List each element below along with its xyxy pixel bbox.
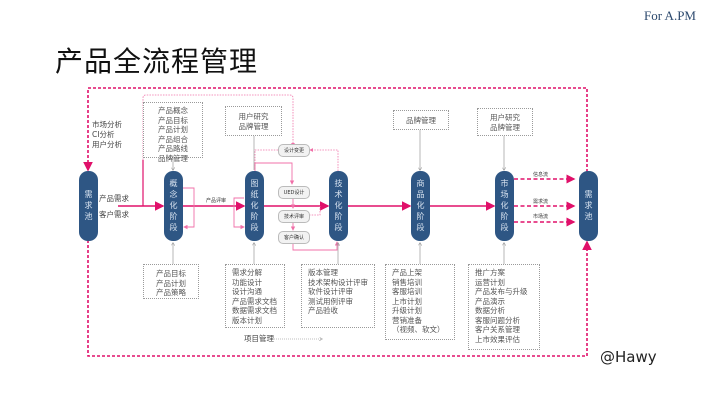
stage-technical: 技术化阶段 bbox=[329, 171, 348, 241]
demand-product: 产品需求 bbox=[99, 194, 129, 203]
demand-customer: 客户需求 bbox=[99, 210, 129, 219]
outer-loop bbox=[83, 87, 588, 172]
label-product-review: 产品评审 bbox=[206, 198, 227, 204]
for-apm-tag: For A.PM bbox=[643, 8, 696, 23]
market-bottom-box: 推广方案 运营计划 产品发布与升级 产品演示 数据分析 客服问题分析 客户关系管… bbox=[468, 264, 540, 350]
stage-commercial: 商品化阶段 bbox=[411, 171, 430, 241]
label-demand-flow: 需求流 bbox=[533, 199, 549, 205]
author-signature: @Hawy bbox=[600, 348, 657, 366]
stage-demand-pool-start: 需求池 bbox=[79, 171, 98, 241]
commercial-bottom-box: 产品上架 销售培训 客服培训 上市计划 升级计划 营销准备 （视频、软文） bbox=[385, 264, 455, 340]
label-market-flow: 市场流 bbox=[533, 214, 549, 220]
label-info-flow: 信息流 bbox=[533, 172, 549, 178]
concept-bottom-box: 产品目标 产品计划 产品策略 bbox=[143, 264, 199, 299]
inner-loop bbox=[142, 94, 295, 160]
stage-blueprint: 图纸化阶段 bbox=[245, 171, 264, 241]
stage-market: 市场化阶段 bbox=[495, 171, 514, 241]
stage-demand-pool-end: 需求池 bbox=[579, 171, 598, 241]
technical-bottom-box: 版本管理 技术架构设计评审 软件设计评审 测试用例评审 产品验收 bbox=[301, 264, 375, 328]
label-project-management: 项目管理 bbox=[244, 334, 274, 343]
concept-top-box: 产品概念 产品目标 产品计划 产品组合 产品路线 品牌管理 bbox=[143, 102, 203, 163]
node-ued-design: UED设计 bbox=[278, 186, 310, 199]
blueprint-bottom-box: 需求分解 功能设计 设计沟通 产品需求文档 数据需求文档 版本计划 bbox=[225, 264, 285, 328]
outer-loop-bottom bbox=[87, 240, 592, 357]
analysis-list: 市场分析 CI分析 用户分析 bbox=[92, 120, 122, 149]
node-customer-confirm: 客户确认 bbox=[278, 231, 310, 244]
stage-concept: 概念化阶段 bbox=[164, 171, 183, 241]
blueprint-top-box: 用户研究 品牌管理 bbox=[225, 106, 282, 136]
commercial-top-box: 品牌管理 bbox=[393, 110, 449, 130]
node-tech-review: 技术评审 bbox=[278, 210, 310, 223]
page-title: 产品全流程管理 bbox=[55, 45, 259, 78]
market-top-box: 用户研究 品牌管理 bbox=[477, 108, 533, 136]
node-design-change: 设计变更 bbox=[278, 144, 310, 157]
